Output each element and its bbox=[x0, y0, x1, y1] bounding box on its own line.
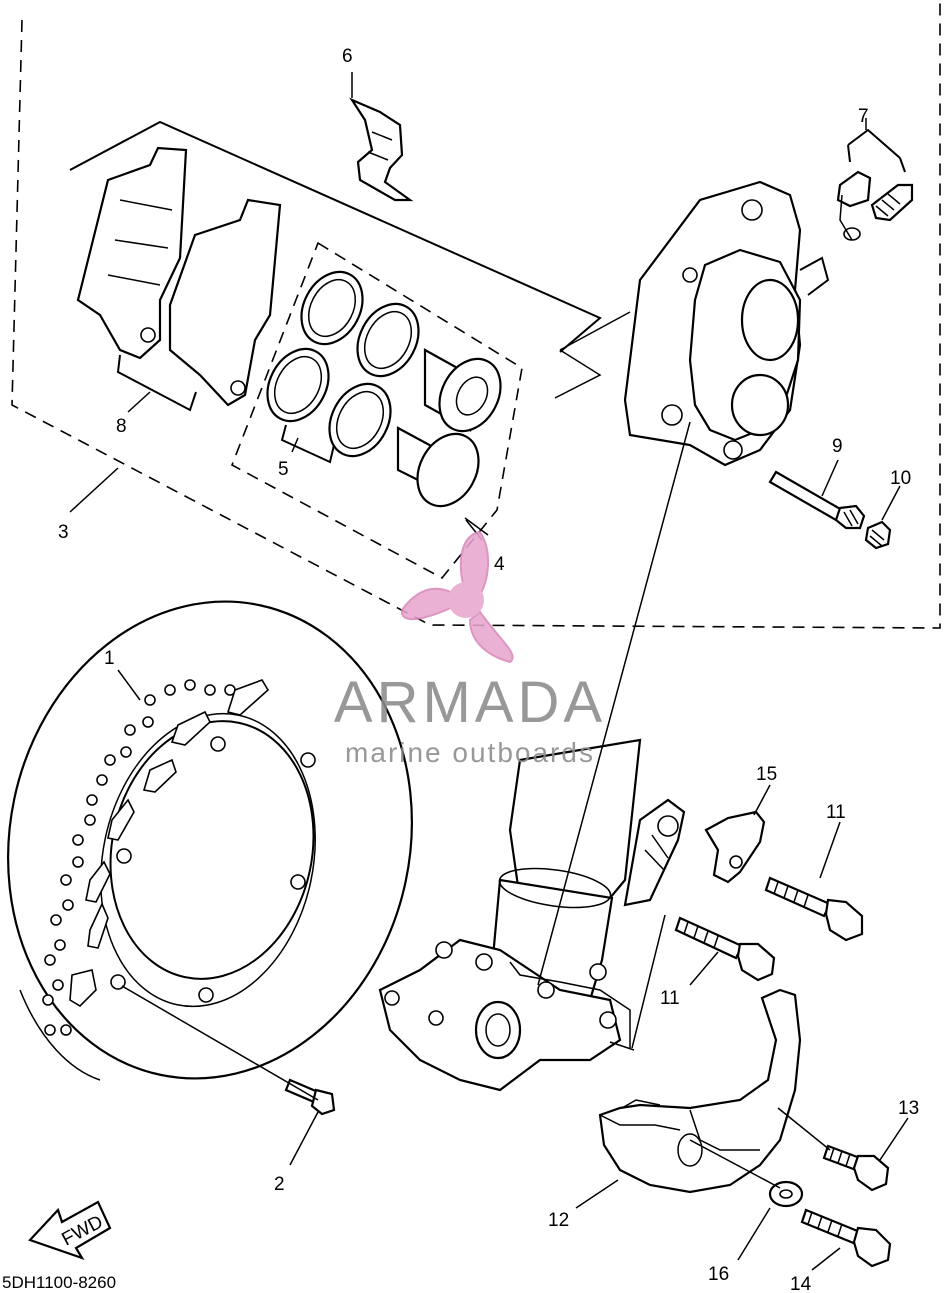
callout-15: 15 bbox=[756, 764, 777, 785]
disc-cover bbox=[598, 988, 802, 1194]
callout-10: 10 bbox=[890, 468, 911, 489]
callout-8: 8 bbox=[116, 416, 127, 437]
leader-lines bbox=[69, 72, 909, 1271]
piston-seals bbox=[266, 270, 420, 464]
disc-slots bbox=[69, 679, 270, 1008]
bolt-13 bbox=[777, 1107, 890, 1192]
pistons bbox=[396, 348, 502, 536]
callout-12: 12 bbox=[548, 1210, 569, 1231]
callout-16: 16 bbox=[708, 1264, 729, 1285]
fwd-arrow-icon: FWD bbox=[28, 1200, 112, 1261]
pad-spring bbox=[349, 97, 414, 202]
bolt-11-upper bbox=[764, 876, 864, 942]
brake-pads bbox=[69, 120, 602, 412]
callout-11-lower: 11 bbox=[660, 988, 680, 1009]
bolt-11-lower bbox=[609, 914, 776, 1051]
speed-sensor-bracket bbox=[704, 810, 766, 884]
callout-14: 14 bbox=[790, 1274, 812, 1293]
bleed-screw bbox=[836, 128, 914, 241]
callout-2: 2 bbox=[274, 1174, 285, 1195]
washer bbox=[689, 1139, 804, 1208]
armada-watermark: ARMADA marine outboards bbox=[334, 530, 606, 768]
callout-6: 6 bbox=[342, 46, 353, 67]
callout-3: 3 bbox=[58, 522, 69, 543]
watermark-tagline: marine outboards bbox=[345, 737, 595, 768]
caliper-nut bbox=[864, 520, 892, 550]
callout-11-upper: 11 bbox=[826, 802, 846, 823]
callout-9: 9 bbox=[832, 436, 843, 457]
callouts: 1 2 3 4 5 6 7 8 9 10 11 11 12 13 14 15 1… bbox=[58, 46, 919, 1293]
disc-bolt bbox=[121, 985, 336, 1116]
propeller-logo-icon bbox=[400, 530, 514, 664]
watermark-brand: ARMADA bbox=[334, 670, 606, 735]
caliper-pin bbox=[768, 470, 866, 530]
brake-disc bbox=[7, 600, 413, 1081]
callout-1: 1 bbox=[104, 648, 115, 669]
callout-13: 13 bbox=[898, 1098, 919, 1119]
callout-5: 5 bbox=[278, 459, 289, 480]
diagram-code: 5DH1100-8260 bbox=[2, 1273, 116, 1292]
callout-7: 7 bbox=[858, 106, 869, 127]
callout-4: 4 bbox=[494, 554, 505, 575]
bolt-14 bbox=[800, 1208, 892, 1268]
fork-leg bbox=[378, 421, 691, 1092]
caliper-body bbox=[554, 180, 830, 467]
